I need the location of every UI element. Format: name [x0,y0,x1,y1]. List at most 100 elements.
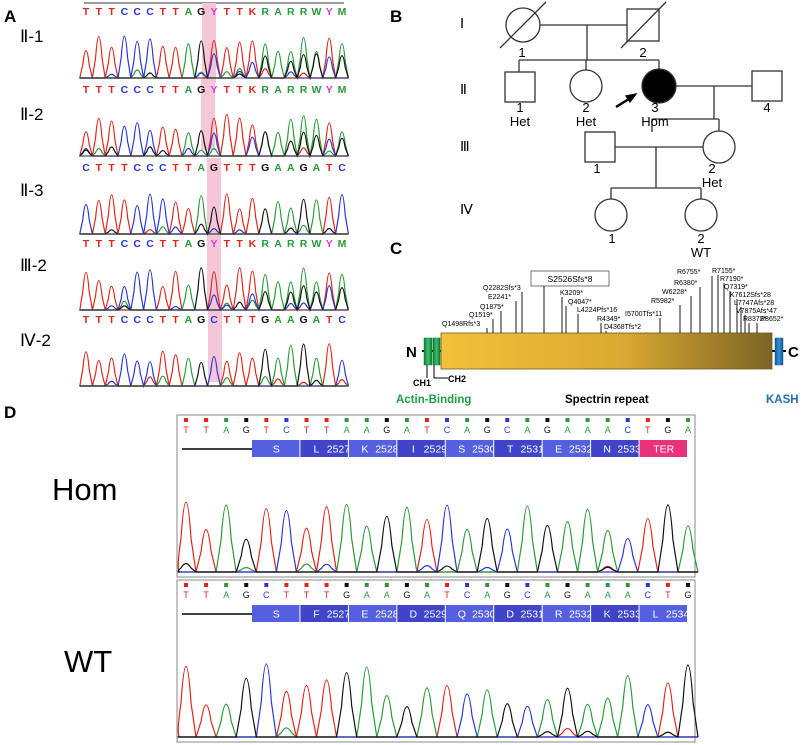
residue-letter: TER [653,444,674,456]
base-call: C [283,425,290,435]
base-call: T [96,6,103,18]
residue-cell [300,440,348,457]
residue-number: 2532 [569,609,593,621]
residue-letter: S [273,609,280,621]
base-call: A [364,425,370,435]
base-call: M [338,84,347,96]
base-call: T [83,6,90,18]
base-call: C [625,425,632,435]
base-call: C [121,238,129,250]
base-marker [204,583,209,587]
variant-label: Q1498Rfs*3 [442,321,480,328]
base-call: T [160,314,167,326]
n-terminus-label: N [406,344,417,361]
base-marker [304,418,309,422]
base-call: T [83,84,90,96]
base-call: A [464,425,470,435]
hom-trace-frame [176,414,696,578]
residue-number: 2532 [569,444,593,456]
row-label-hom: Hom [52,472,117,507]
base-call: T [96,238,103,250]
base-marker [284,418,289,422]
variant-label: Q4047* [568,299,592,306]
base-marker [465,418,470,422]
base-call: A [185,84,193,96]
residue-number: 2531 [521,444,545,456]
individual-ii1-male [504,71,536,103]
residue-cell [397,605,445,622]
base-marker [605,583,610,587]
residue-number: 2530 [472,609,496,621]
residue-letter: F [313,609,319,621]
base-call: G [564,590,571,600]
base-call: C [133,314,141,326]
ch2-domain [432,337,441,366]
base-call: R [287,84,295,96]
base-call: R [287,238,295,250]
base-call: A [424,590,430,600]
base-call: A [564,425,570,435]
base-call: M [338,238,347,250]
individual-ii3-affected-female [641,68,677,104]
base-marker [244,418,249,422]
base-call: R [287,6,295,18]
deceased-slash [620,1,667,49]
ch2-label: CH2 [448,374,466,384]
base-call: T [224,162,231,174]
base-call: A [313,314,321,326]
variant-label: Q1875* [480,304,504,311]
residue-cell [591,440,639,457]
base-marker [284,583,289,587]
base-call: A [384,590,390,600]
base-call: A [274,162,282,174]
base-call: M [338,6,347,18]
residue-cell [494,605,542,622]
base-call: T [324,590,330,600]
base-call: C [133,162,141,174]
base-call: G [243,590,250,600]
base-call: T [665,590,671,600]
base-call: G [664,425,671,435]
base-call: A [287,162,295,174]
spectrin-repeat-label: Spectrin repeat [565,394,649,406]
residue-cell [300,605,348,622]
individual-ii4-male [751,70,783,102]
residue-cell [591,605,639,622]
variant-label: R4349* [597,316,621,323]
residue-cell [542,440,591,457]
residue-cell [494,440,542,457]
base-call: C [645,590,652,600]
chromatogram-traces [79,35,349,389]
residue-number: 2531 [521,609,545,621]
residue-letter: L [314,444,320,456]
base-call: T [96,162,103,174]
base-call: T [183,590,189,600]
residue-letter: R [555,609,563,621]
variant-label: R6380* [674,280,698,287]
genotype-label: Hom [641,114,668,129]
base-marker [184,418,188,422]
base-call: C [338,162,346,174]
residue-cell [639,605,687,622]
variant-label: Q1519* [469,312,493,319]
base-marker [686,583,690,587]
residue-letter: E [555,444,562,456]
spectrin-repeat-domain [440,332,773,370]
base-marker [344,418,349,422]
base-call: R [300,238,308,250]
base-call: T [160,84,167,96]
panel-c-protein-schematic: N C CH1 CH2 Actin-Binding Spectrin repea… [396,268,799,406]
base-marker [665,583,670,587]
track-label-iv-2: Ⅳ-2 [20,331,51,350]
generation-label-iv: Ⅳ [460,201,473,217]
base-call: W [311,6,321,18]
base-call: C [263,590,270,600]
base-call: G [300,162,308,174]
base-call: C [121,84,129,96]
base-marker [384,418,389,422]
base-call: R [261,84,269,96]
